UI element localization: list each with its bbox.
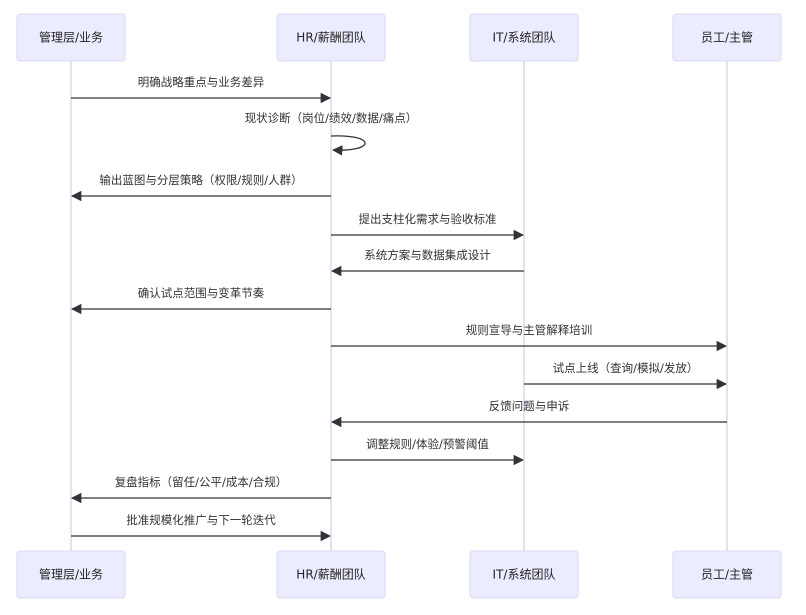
participant-box	[672, 13, 782, 62]
participant-emp-bottom[interactable]: 员工/主管	[672, 550, 782, 599]
message-12: 批准规模化推广与下一轮迭代	[71, 513, 332, 542]
participant-label: 员工/主管	[701, 567, 753, 582]
participant-hr-bottom[interactable]: HR/薪酬团队	[276, 550, 386, 599]
participant-mgmt-top[interactable]: 管理层/业务	[16, 13, 126, 62]
participant-box	[469, 550, 579, 599]
message-label: 试点上线（查询/模拟/发放）	[553, 361, 699, 375]
message-label: 规则宣导与主管解释培训	[466, 323, 593, 337]
participant-label: 员工/主管	[701, 30, 753, 45]
participant-label: HR/薪酬团队	[296, 567, 365, 582]
message-label: 输出蓝图与分层策略（权限/规则/人群）	[99, 173, 302, 187]
message-4: 提出支柱化需求与验收标准	[331, 212, 525, 241]
message-label: 明确战略重点与业务差异	[138, 75, 265, 89]
message-8: 试点上线（查询/模拟/发放）	[524, 361, 728, 390]
participant-label: 管理层/业务	[39, 567, 103, 582]
participant-box	[16, 13, 126, 62]
participant-label: IT/系统团队	[493, 567, 556, 582]
message-label: 复盘指标（留任/公平/成本/合规）	[115, 475, 288, 489]
message-6: 确认试点范围与变革节奏	[70, 286, 331, 315]
participant-hr-top[interactable]: HR/薪酬团队	[276, 13, 386, 62]
message-1: 明确战略重点与业务差异	[71, 75, 332, 104]
message-7: 规则宣导与主管解释培训	[331, 323, 728, 352]
message-10: 调整规则/体验/预警阈值	[331, 437, 525, 466]
message-11: 复盘指标（留任/公平/成本/合规）	[70, 475, 331, 504]
message-label: 反馈问题与申诉	[489, 399, 570, 413]
participant-box	[276, 550, 386, 599]
message-3: 输出蓝图与分层策略（权限/规则/人群）	[70, 173, 331, 202]
message-label: 调整规则/体验/预警阈值	[366, 437, 489, 451]
participant-mgmt-bottom[interactable]: 管理层/业务	[16, 550, 126, 599]
participant-box	[16, 550, 126, 599]
participant-box	[672, 550, 782, 599]
message-9: 反馈问题与申诉	[330, 399, 727, 428]
participant-box	[276, 13, 386, 62]
message-5: 系统方案与数据集成设计	[330, 248, 524, 277]
participant-it-bottom[interactable]: IT/系统团队	[469, 550, 579, 599]
self-message-arrow	[330, 135, 366, 156]
message-label: 现状诊断（岗位/绩效/数据/痛点）	[245, 111, 418, 125]
participant-label: HR/薪酬团队	[296, 30, 365, 45]
participant-box	[469, 13, 579, 62]
participant-label: IT/系统团队	[493, 30, 556, 45]
participant-emp-top[interactable]: 员工/主管	[672, 13, 782, 62]
participant-label: 管理层/业务	[39, 30, 103, 45]
message-2: 现状诊断（岗位/绩效/数据/痛点）	[245, 111, 418, 156]
message-label: 提出支柱化需求与验收标准	[359, 212, 497, 226]
participant-it-top[interactable]: IT/系统团队	[469, 13, 579, 62]
message-label: 系统方案与数据集成设计	[364, 248, 491, 262]
message-label: 确认试点范围与变革节奏	[138, 286, 265, 300]
message-label: 批准规模化推广与下一轮迭代	[126, 513, 276, 527]
